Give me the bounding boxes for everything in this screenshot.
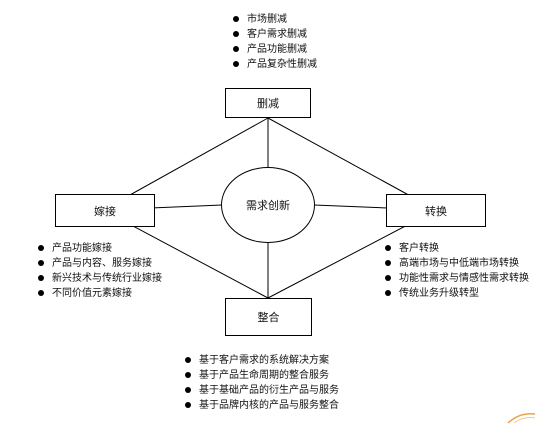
bullet-item: 市场删减 [233,12,317,27]
node-top-box: 删减 [225,88,311,118]
bullet-item: 产品与内容、服务嫁接 [38,256,162,271]
bullet-item: 新兴技术与传统行业嫁接 [38,271,162,286]
bottom-bullet-list: 基于客户需求的系统解决方案 基于产品生命周期的整合服务 基于基础产品的衍生产品与… [185,353,339,413]
node-bottom-label: 整合 [257,311,280,324]
top-bullet-list: 市场删减 客户需求删减 产品功能删减 产品复杂性删减 [233,12,317,72]
node-right-label: 转换 [425,204,447,218]
left-bullet-list: 产品功能嫁接 产品与内容、服务嫁接 新兴技术与传统行业嫁接 不同价值元素嫁接 [38,241,162,301]
bullet-item: 基于基础产品的衍生产品与服务 [185,383,339,398]
node-top-label: 删减 [257,97,279,110]
right-bullet-list: 客户转换 高端市场与中低端市场转换 功能性需求与情感性需求转换 传统业务升级转型 [385,241,529,301]
node-left-label: 嫁接 [94,204,116,218]
node-bottom-box: 整合 [225,298,312,336]
center-ellipse: 需求创新 [221,167,315,243]
bullet-item: 基于客户需求的系统解决方案 [185,353,339,368]
bullet-item: 产品功能删减 [233,42,317,57]
page-corner-mark [507,412,536,424]
bullet-item: 功能性需求与情感性需求转换 [385,271,529,286]
center-label: 需求创新 [246,199,290,212]
bullet-item: 高端市场与中低端市场转换 [385,256,529,271]
bullet-item: 产品复杂性删减 [233,57,317,72]
bullet-item: 客户转换 [385,241,529,256]
bullet-item: 传统业务升级转型 [385,286,529,301]
bullet-item: 基于品牌内核的产品与服务整合 [185,398,339,413]
bullet-item: 客户需求删减 [233,27,317,42]
bullet-item: 产品功能嫁接 [38,241,162,256]
node-right-box: 转换 [386,194,486,227]
bullet-item: 不同价值元素嫁接 [38,286,162,301]
bullet-item: 基于产品生命周期的整合服务 [185,368,339,383]
node-left-box: 嫁接 [55,194,155,227]
